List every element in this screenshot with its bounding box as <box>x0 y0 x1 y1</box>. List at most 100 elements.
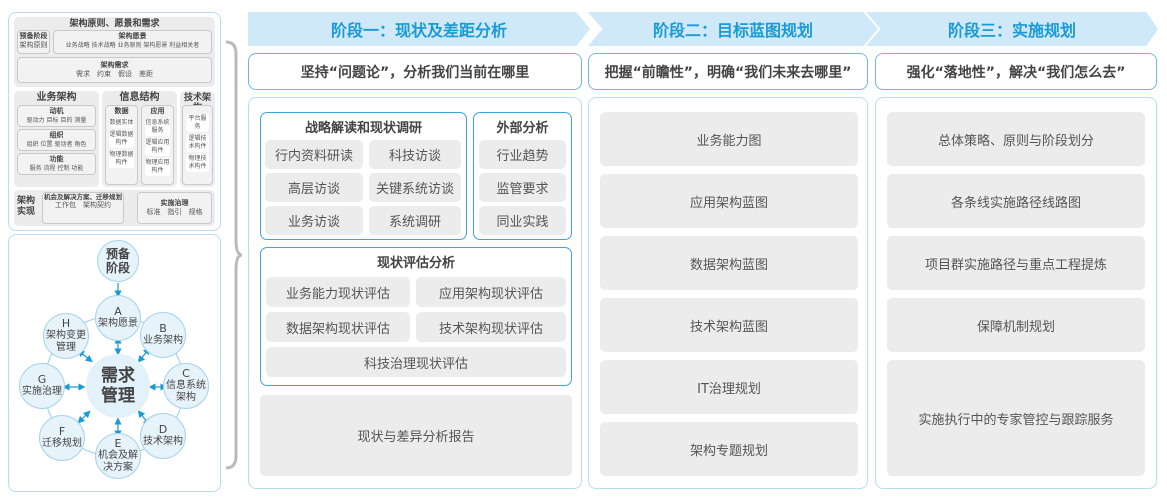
strategy-item: 关键系统访谈 <box>369 173 461 202</box>
assessment-item: 科技治理现状评估 <box>266 347 566 377</box>
center-label: 需求管理 <box>101 366 135 406</box>
req-items: 需求 约束 假设 差距 <box>76 70 153 78</box>
stage-title: 阶段三：实施规划 <box>947 21 1076 40</box>
group-title: 功能 <box>49 155 64 163</box>
tech-box: 平台服务逻辑技术构件物理技术构件 <box>182 105 213 185</box>
prep-phase-node: 预备阶段 <box>97 240 139 282</box>
external-item: 行业趋势 <box>479 140 566 169</box>
phase-letter: C <box>182 367 190 380</box>
prep-label: 预备阶段 <box>105 247 130 275</box>
app-title: 应用 <box>150 107 165 115</box>
assessment-item: 技术架构现状评估 <box>416 312 566 342</box>
data-item: 数据实体 <box>109 118 134 128</box>
box-title: 现状评估分析 <box>376 256 455 271</box>
blueprint-item: 应用架构蓝图 <box>600 174 858 228</box>
opp-title: 机会及解决方案、迁移规划 <box>44 193 122 201</box>
phase-letter: F <box>58 425 66 438</box>
blueprint-item: 技术架构蓝图 <box>600 298 858 352</box>
strategy-item: 高层访谈 <box>265 173 363 202</box>
stage-title: 阶段一：现状及差距分析 <box>330 21 507 40</box>
architecture-overview-panel: 架构原则、愿景和需求 预备阶段架构原则 架构愿景业务战略 技术战略 业务原则 架… <box>8 12 221 231</box>
assessment-item: 数据架构现状评估 <box>266 312 410 342</box>
stage-2-header: 阶段二：目标蓝图规划 <box>588 12 878 46</box>
phase-label: 机会及解决方案 <box>98 450 138 473</box>
tech-item: 物理技术构件 <box>186 154 209 172</box>
blueprint-item: 架构专题规划 <box>600 422 858 476</box>
data-box: 数据 数据实体逻辑数据构件物理数据构件 <box>105 105 138 185</box>
phase-label: 架构愿景 <box>98 318 138 329</box>
blueprint-item: 数据架构蓝图 <box>600 236 858 290</box>
stage-3-subtitle: 强化“落地性”，解决“我们怎么去” <box>875 53 1157 90</box>
box-title: 战略解读和现状调研 <box>304 121 422 136</box>
vision-title: 架构愿景 <box>118 32 147 40</box>
implementation-item: 项目群实施路径与重点工程提炼 <box>887 236 1145 290</box>
app-item: 逻辑应用构件 <box>145 138 170 156</box>
prep-items: 架构原则 <box>19 41 48 49</box>
bracket <box>225 40 243 470</box>
phase-label: 架构变更管理 <box>46 330 86 353</box>
prep-title: 预备阶段 <box>19 32 48 40</box>
implementation-item: 实施执行中的专家管控与跟踪服务 <box>887 360 1145 476</box>
stage-3-header: 阶段三：实施规划 <box>866 12 1158 46</box>
vision-box: 架构愿景业务战略 技术战略 业务原则 架构愿景 利益相关者 <box>53 30 212 54</box>
external-analysis-box: 外部分析 <box>473 112 572 240</box>
phase-label: 迁移规划 <box>42 438 82 449</box>
business-architecture: 业务架构 动机驱动力 目标 目的 测量 组织组织 位置 驱动者 角色 功能服务 … <box>14 91 99 187</box>
strategy-research-box: 战略解读和现状调研 <box>260 112 467 240</box>
implementation-item: 保障机制规划 <box>887 298 1145 352</box>
opportunity-box: 机会及解决方案、迁移规划工作包 架构契约 <box>42 192 124 224</box>
phase-label: 实施治理 <box>22 386 62 397</box>
strategy-item: 系统调研 <box>369 206 461 235</box>
phase-letter: D <box>158 423 168 436</box>
data-title: 数据 <box>114 107 129 115</box>
impl-title: 架构实现 <box>17 196 36 217</box>
biz-group: 动机驱动力 目标 目的 测量 <box>17 105 96 127</box>
requirements-box: 架构需求需求 约束 假设 差距 <box>17 57 212 83</box>
group-title: 组织 <box>49 131 64 139</box>
phase-label: 信息系统架构 <box>166 380 206 403</box>
stage-title: 阶段二：目标蓝图规划 <box>652 21 813 40</box>
strategy-item: 行内资料研读 <box>265 140 363 169</box>
data-item: 物理数据构件 <box>109 150 134 168</box>
external-item: 监管要求 <box>479 173 566 202</box>
biz-title: 业务架构 <box>36 92 77 103</box>
assessment-item: 业务能力现状评估 <box>266 277 410 307</box>
blueprint-item: 业务能力图 <box>600 112 858 166</box>
stage-1-subtitle: 坚持“问题论”，分析我们当前在哪里 <box>248 53 582 90</box>
biz-group: 功能服务 流程 控制 功能 <box>17 153 96 175</box>
phase-letter: B <box>159 322 167 335</box>
app-item: 信息系统服务 <box>145 118 170 136</box>
phase-letter: A <box>114 305 122 318</box>
requirements-management-node: 需求管理 <box>86 354 150 418</box>
current-assessment-box: 现状评估分析 <box>260 247 572 386</box>
implementation-item: 各条线实施路径线路图 <box>887 174 1145 228</box>
external-item: 同业实践 <box>479 206 566 235</box>
phase-label: 技术架构 <box>143 436 183 447</box>
group-items: 驱动力 目标 目的 测量 <box>26 117 87 124</box>
information-structure: 信息结构 数据 数据实体逻辑数据构件物理数据构件 应用 信息系统服务逻辑应用构件… <box>102 91 177 187</box>
stage-1-header: 阶段一：现状及差距分析 <box>248 12 590 46</box>
gov-items: 标准 指引 规格 <box>146 208 203 216</box>
governance-box: 实施治理标准 指引 规格 <box>137 192 212 224</box>
strategy-item: 科技访谈 <box>369 140 461 169</box>
section-title: 架构原则、愿景和需求 <box>69 19 160 29</box>
prep-box: 预备阶段架构原则 <box>17 30 50 54</box>
gov-title: 实施治理 <box>160 199 189 207</box>
gap-analysis-report: 现状与差异分析报告 <box>260 395 572 476</box>
assessment-item: 应用架构现状评估 <box>416 277 566 307</box>
biz-group: 组织组织 位置 驱动者 角色 <box>17 129 96 151</box>
group-items: 组织 位置 驱动者 角色 <box>26 141 87 148</box>
vision-items: 业务战略 技术战略 业务原则 架构愿景 利益相关者 <box>65 42 200 49</box>
phase-label: 业务架构 <box>143 335 183 346</box>
opp-items: 工作包 架构契约 <box>55 201 111 209</box>
stage-2-subtitle: 把握“前瞻性”，明确“我们未来去哪里” <box>588 53 868 90</box>
box-title: 外部分析 <box>496 121 549 136</box>
data-item: 逻辑数据构件 <box>109 130 134 148</box>
phase-letter: E <box>114 437 122 450</box>
